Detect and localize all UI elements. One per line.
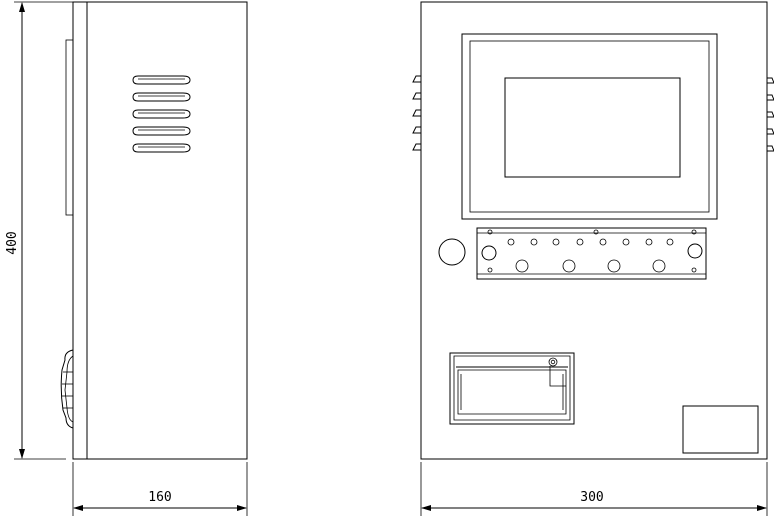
side-width-label: 160 — [148, 490, 171, 505]
side-width-dimension: 160 — [72, 462, 248, 516]
hmi-screen — [461, 33, 718, 220]
height-dimension: 400 — [5, 1, 73, 460]
height-label: 400 — [5, 231, 20, 254]
emergency-button — [438, 238, 466, 266]
side-view — [60, 1, 248, 460]
side-gland — [60, 349, 74, 429]
printer — [449, 352, 575, 425]
front-view — [412, 1, 774, 460]
button-panel — [476, 227, 707, 280]
front-left-vents — [412, 75, 421, 151]
front-width-dimension: 300 — [420, 462, 768, 516]
side-louvres — [132, 75, 191, 153]
front-right-vents — [767, 77, 774, 152]
front-width-label: 300 — [580, 490, 603, 505]
nameplate — [682, 405, 759, 454]
